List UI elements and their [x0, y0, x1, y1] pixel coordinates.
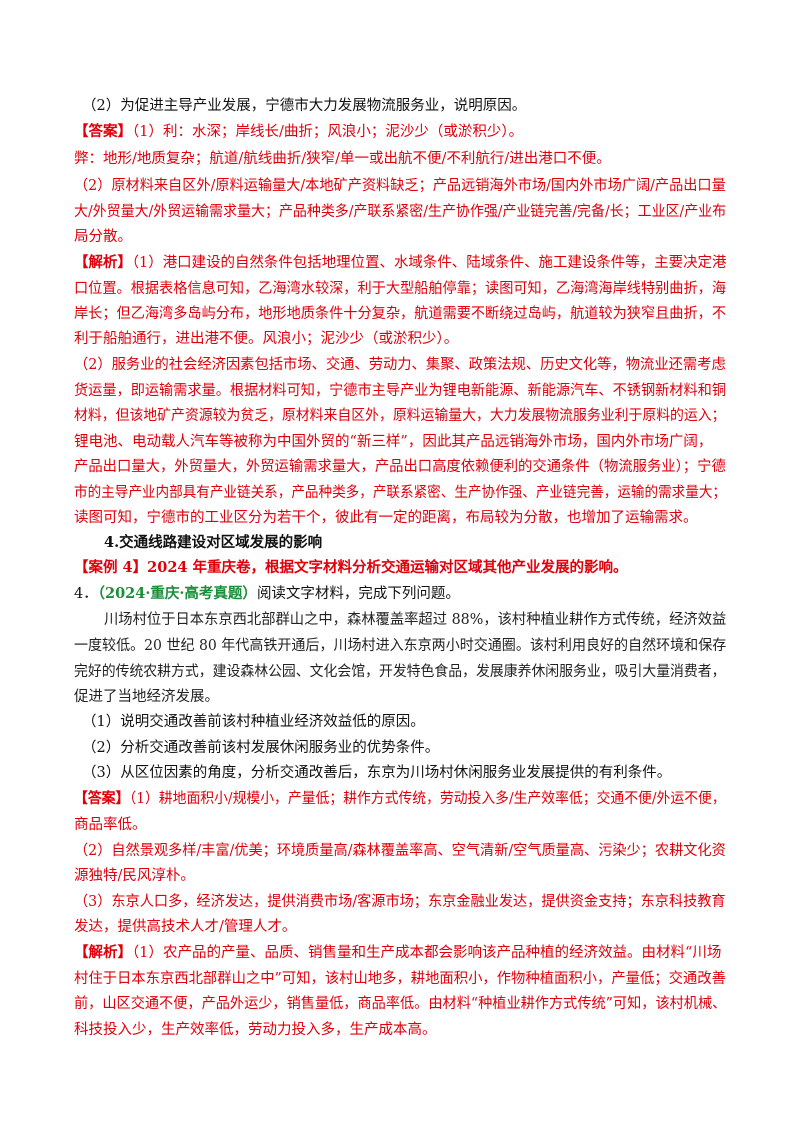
line-text: 利于船舶通行，进出港不便。风浪小；泥沙少（或淤积少）。	[74, 331, 459, 347]
text-line: 川场村位于日本东京西北部群山之中，森林覆盖率超过 88%，该村种植业耕作方式传统…	[104, 610, 726, 630]
text-line: 【解析】（1）农产品的产量、品质、销售量和生产成本都会影响该产品种植的经济效益。…	[74, 943, 721, 963]
text-line: 岸长；但乙海湾多岛屿分布，地形地质条件十分复杂，航道需要不断绕过岛屿，航道较为狭…	[74, 304, 726, 324]
line-text: 弊：地形/地质复杂；航道/航线曲折/狭窄/单一或出航不便/不利航行/进出港口不便…	[74, 151, 611, 167]
text-line: 【答案】（1）耕地面积小/规模小，产量低；耕作方式传统，劳动投入多/生产效率低；…	[74, 789, 726, 809]
question-number: 4．	[74, 586, 98, 602]
section-tag: 【解析】	[74, 254, 132, 271]
text-line: （2）服务业的社会经济因素包括市场、交通、劳动力、集聚、政策法规、历史文化等，物…	[74, 355, 726, 375]
line-text: 一度较低。20 世纪 80 年代高铁开通后，川场村进入东京两小时交通圈。该村利用…	[74, 638, 727, 654]
line-text: （3）从区位因素的角度，分析交通改善后，东京为川场村休闲服务业发展提供的有利条件…	[82, 765, 672, 781]
line-text: 阅读文字材料，完成下列问题。	[256, 586, 460, 602]
text-line: 一度较低。20 世纪 80 年代高铁开通后，川场村进入东京两小时交通圈。该村利用…	[74, 636, 726, 656]
line-text: 完好的传统农耕方式，建设森林公园、文化会馆，开发特色食品，发展康养休闲服务业，吸…	[74, 664, 726, 680]
text-line: 促进了当地经济发展。	[74, 687, 219, 707]
section-tag: 【答案】	[74, 123, 132, 140]
text-line: 【答案】（1）利：水深；岸线长/曲折；风浪小；泥沙少（或淤积少）。	[74, 122, 523, 142]
text-line: 货运量，即运输需求量。根据材料可知，宁德市主导产业为锂电新能源、新能源汽车、不锈…	[74, 381, 726, 401]
text-line: 村住于日本东京西北部群山之中”可知，该村山地多，耕地面积小，作物种植面积小，产量…	[74, 969, 726, 989]
text-line: （2）自然景观多样/丰富/优美；环境质量高/森林覆盖率高、空气清新/空气质量高、…	[74, 841, 726, 861]
line-text: 锂电池、电动载人汽车等被称为中国外贸的“新三样”，因此其产品远销海外市场，国内外…	[74, 434, 713, 450]
line-text: 读图可知，宁德市的工业区分为若干个，彼此有一定的距离，布局较为分散，也增加了运输…	[74, 510, 698, 526]
text-line: 4．（2024·重庆·高考真题）阅读文字材料，完成下列问题。	[74, 584, 460, 604]
line-text: （1）耕地面积小/规模小，产量低；耕作方式传统，劳动投入多/生产效率低；交通不便…	[129, 791, 726, 807]
text-line: 产品出口量大，外贸量大，外贸运输需求量大，产品出口高度依赖便利的交通条件（物流服…	[74, 457, 726, 477]
text-line: （1）说明交通改善前该村种植业经济效益低的原因。	[82, 712, 425, 732]
text-line: 源独特/民风淳朴。	[74, 866, 195, 886]
text-line: 前，山区交通不便，产品外运少，销售量低，商品率低。由材料“种植业耕作方式传统”可…	[74, 994, 726, 1014]
text-line: （2）分析交通改善前该村发展休闲服务业的优势条件。	[82, 738, 439, 758]
line-text: 川场村位于日本东京西北部群山之中，森林覆盖率超过 88%，该村种植业耕作方式传统…	[104, 612, 727, 628]
line-text: 科技投入少，生产效率低，劳动力投入多，生产成本高。	[74, 1022, 437, 1038]
line-text: 【案例 4】2024 年重庆卷，根据文字材料分析交通运输对区域其他产业发展的影响…	[74, 559, 628, 576]
line-text: 材料，但该地矿产资源较为贫乏，原材料来自区外，原料运输量大，大力发展物流服务业利…	[74, 408, 726, 424]
text-line: 【案例 4】2024 年重庆卷，根据文字材料分析交通运输对区域其他产业发展的影响…	[74, 558, 628, 578]
section-tag: 【答案】	[74, 790, 130, 807]
text-line: 弊：地形/地质复杂；航道/航线曲折/狭窄/单一或出航不便/不利航行/进出港口不便…	[74, 149, 611, 169]
text-line: 发达，提供高技术人才/管理人才。	[74, 917, 296, 937]
line-text: （1）利：水深；岸线长/曲折；风浪小；泥沙少（或淤积少）。	[132, 124, 524, 140]
line-text: （2）自然景观多样/丰富/优美；环境质量高/森林覆盖率高、空气清新/空气质量高、…	[74, 843, 726, 859]
text-line: 局分散。	[74, 227, 132, 247]
line-text: （2）服务业的社会经济因素包括市场、交通、劳动力、集聚、政策法规、历史文化等，物…	[74, 357, 726, 373]
line-text: 商品率低。	[74, 817, 147, 833]
line-text: 局分散。	[74, 229, 132, 245]
text-line: （3）东京人口多，经济发达，提供消费市场/客源市场；东京金融业发达，提供资金支持…	[74, 892, 726, 912]
line-text: （1）港口建设的自然条件包括地理位置、水域条件、陆域条件、施工建设条件等，主要决…	[131, 255, 727, 271]
line-text: 市的主导产业内部具有产业链关系，产品种类多，产联系紧密、生产协作强、产业链完善，…	[74, 485, 727, 501]
text-line: 完好的传统农耕方式，建设森林公园、文化会馆，开发特色食品，发展康养休闲服务业，吸…	[74, 662, 726, 682]
text-line: 4.交通线路建设对区域发展的影响	[104, 533, 322, 553]
line-text: （2）原材料来自区外/原料运输量大/本地矿产资料缺乏；产品远销海外市场/国内外市…	[74, 178, 726, 194]
line-text: 产品出口量大，外贸量大，外贸运输需求量大，产品出口高度依赖便利的交通条件（物流服…	[74, 459, 726, 475]
text-line: （3）从区位因素的角度，分析交通改善后，东京为川场村休闲服务业发展提供的有利条件…	[82, 763, 671, 783]
line-text: （1）说明交通改善前该村种植业经济效益低的原因。	[82, 714, 425, 730]
line-text: 口位置。根据表格信息可知，乙海湾水较深，利于大型船舶停靠；读图可知，乙海湾海岸线…	[74, 281, 726, 297]
section-tag: 【解析】	[74, 944, 132, 961]
line-text: 大/外贸量大/外贸运输需求量大；产品种类多/产联系紧密/生产协作强/产业链完善/…	[74, 204, 727, 220]
text-line: 科技投入少，生产效率低，劳动力投入多，生产成本高。	[74, 1020, 437, 1040]
line-text: （3）东京人口多，经济发达，提供消费市场/客源市场；东京金融业发达，提供资金支持…	[74, 894, 726, 910]
text-line: 商品率低。	[74, 815, 147, 835]
question-source: （2024·重庆·高考真题）	[97, 585, 257, 602]
text-line: 市的主导产业内部具有产业链关系，产品种类多，产联系紧密、生产协作强、产业链完善，…	[74, 483, 726, 503]
text-line: 读图可知，宁德市的工业区分为若干个，彼此有一定的距离，布局较为分散，也增加了运输…	[74, 508, 698, 528]
line-text: （2）分析交通改善前该村发展休闲服务业的优势条件。	[82, 740, 440, 756]
line-text: 源独特/民风淳朴。	[74, 868, 195, 884]
line-text: 发达，提供高技术人才/管理人才。	[74, 919, 297, 935]
line-text: 前，山区交通不便，产品外运少，销售量低，商品率低。由材料“种植业耕作方式传统”可…	[74, 996, 727, 1012]
text-line: 材料，但该地矿产资源较为贫乏，原材料来自区外，原料运输量大，大力发展物流服务业利…	[74, 406, 726, 426]
line-text: （1）农产品的产量、品质、销售量和生产成本都会影响该产品种植的经济效益。由材料“…	[132, 945, 722, 961]
text-line: （2）原材料来自区外/原料运输量大/本地矿产资料缺乏；产品远销海外市场/国内外市…	[74, 176, 726, 196]
text-line: 【解析】（1）港口建设的自然条件包括地理位置、水域条件、陆域条件、施工建设条件等…	[74, 253, 726, 273]
line-text: 4.交通线路建设对区域发展的影响	[104, 534, 323, 551]
line-text: （2）为促进主导产业发展，宁德市大力发展物流服务业，说明原因。	[82, 98, 527, 114]
text-line: 锂电池、电动载人汽车等被称为中国外贸的“新三样”，因此其产品远销海外市场，国内外…	[74, 432, 712, 452]
text-line: 大/外贸量大/外贸运输需求量大；产品种类多/产联系紧密/生产协作强/产业链完善/…	[74, 202, 726, 222]
line-text: 岸长；但乙海湾多岛屿分布，地形地质条件十分复杂，航道需要不断绕过岛屿，航道较为狭…	[74, 306, 726, 322]
line-text: 村住于日本东京西北部群山之中”可知，该村山地多，耕地面积小，作物种植面积小，产量…	[74, 971, 726, 987]
text-line: 利于船舶通行，进出港不便。风浪小；泥沙少（或淤积少）。	[74, 329, 458, 349]
text-line: 口位置。根据表格信息可知，乙海湾水较深，利于大型船舶停靠；读图可知，乙海湾海岸线…	[74, 279, 726, 299]
line-text: 促进了当地经济发展。	[74, 689, 219, 705]
text-line: （2）为促进主导产业发展，宁德市大力发展物流服务业，说明原因。	[82, 96, 526, 116]
line-text: 货运量，即运输需求量。根据材料可知，宁德市主导产业为锂电新能源、新能源汽车、不锈…	[74, 383, 726, 399]
